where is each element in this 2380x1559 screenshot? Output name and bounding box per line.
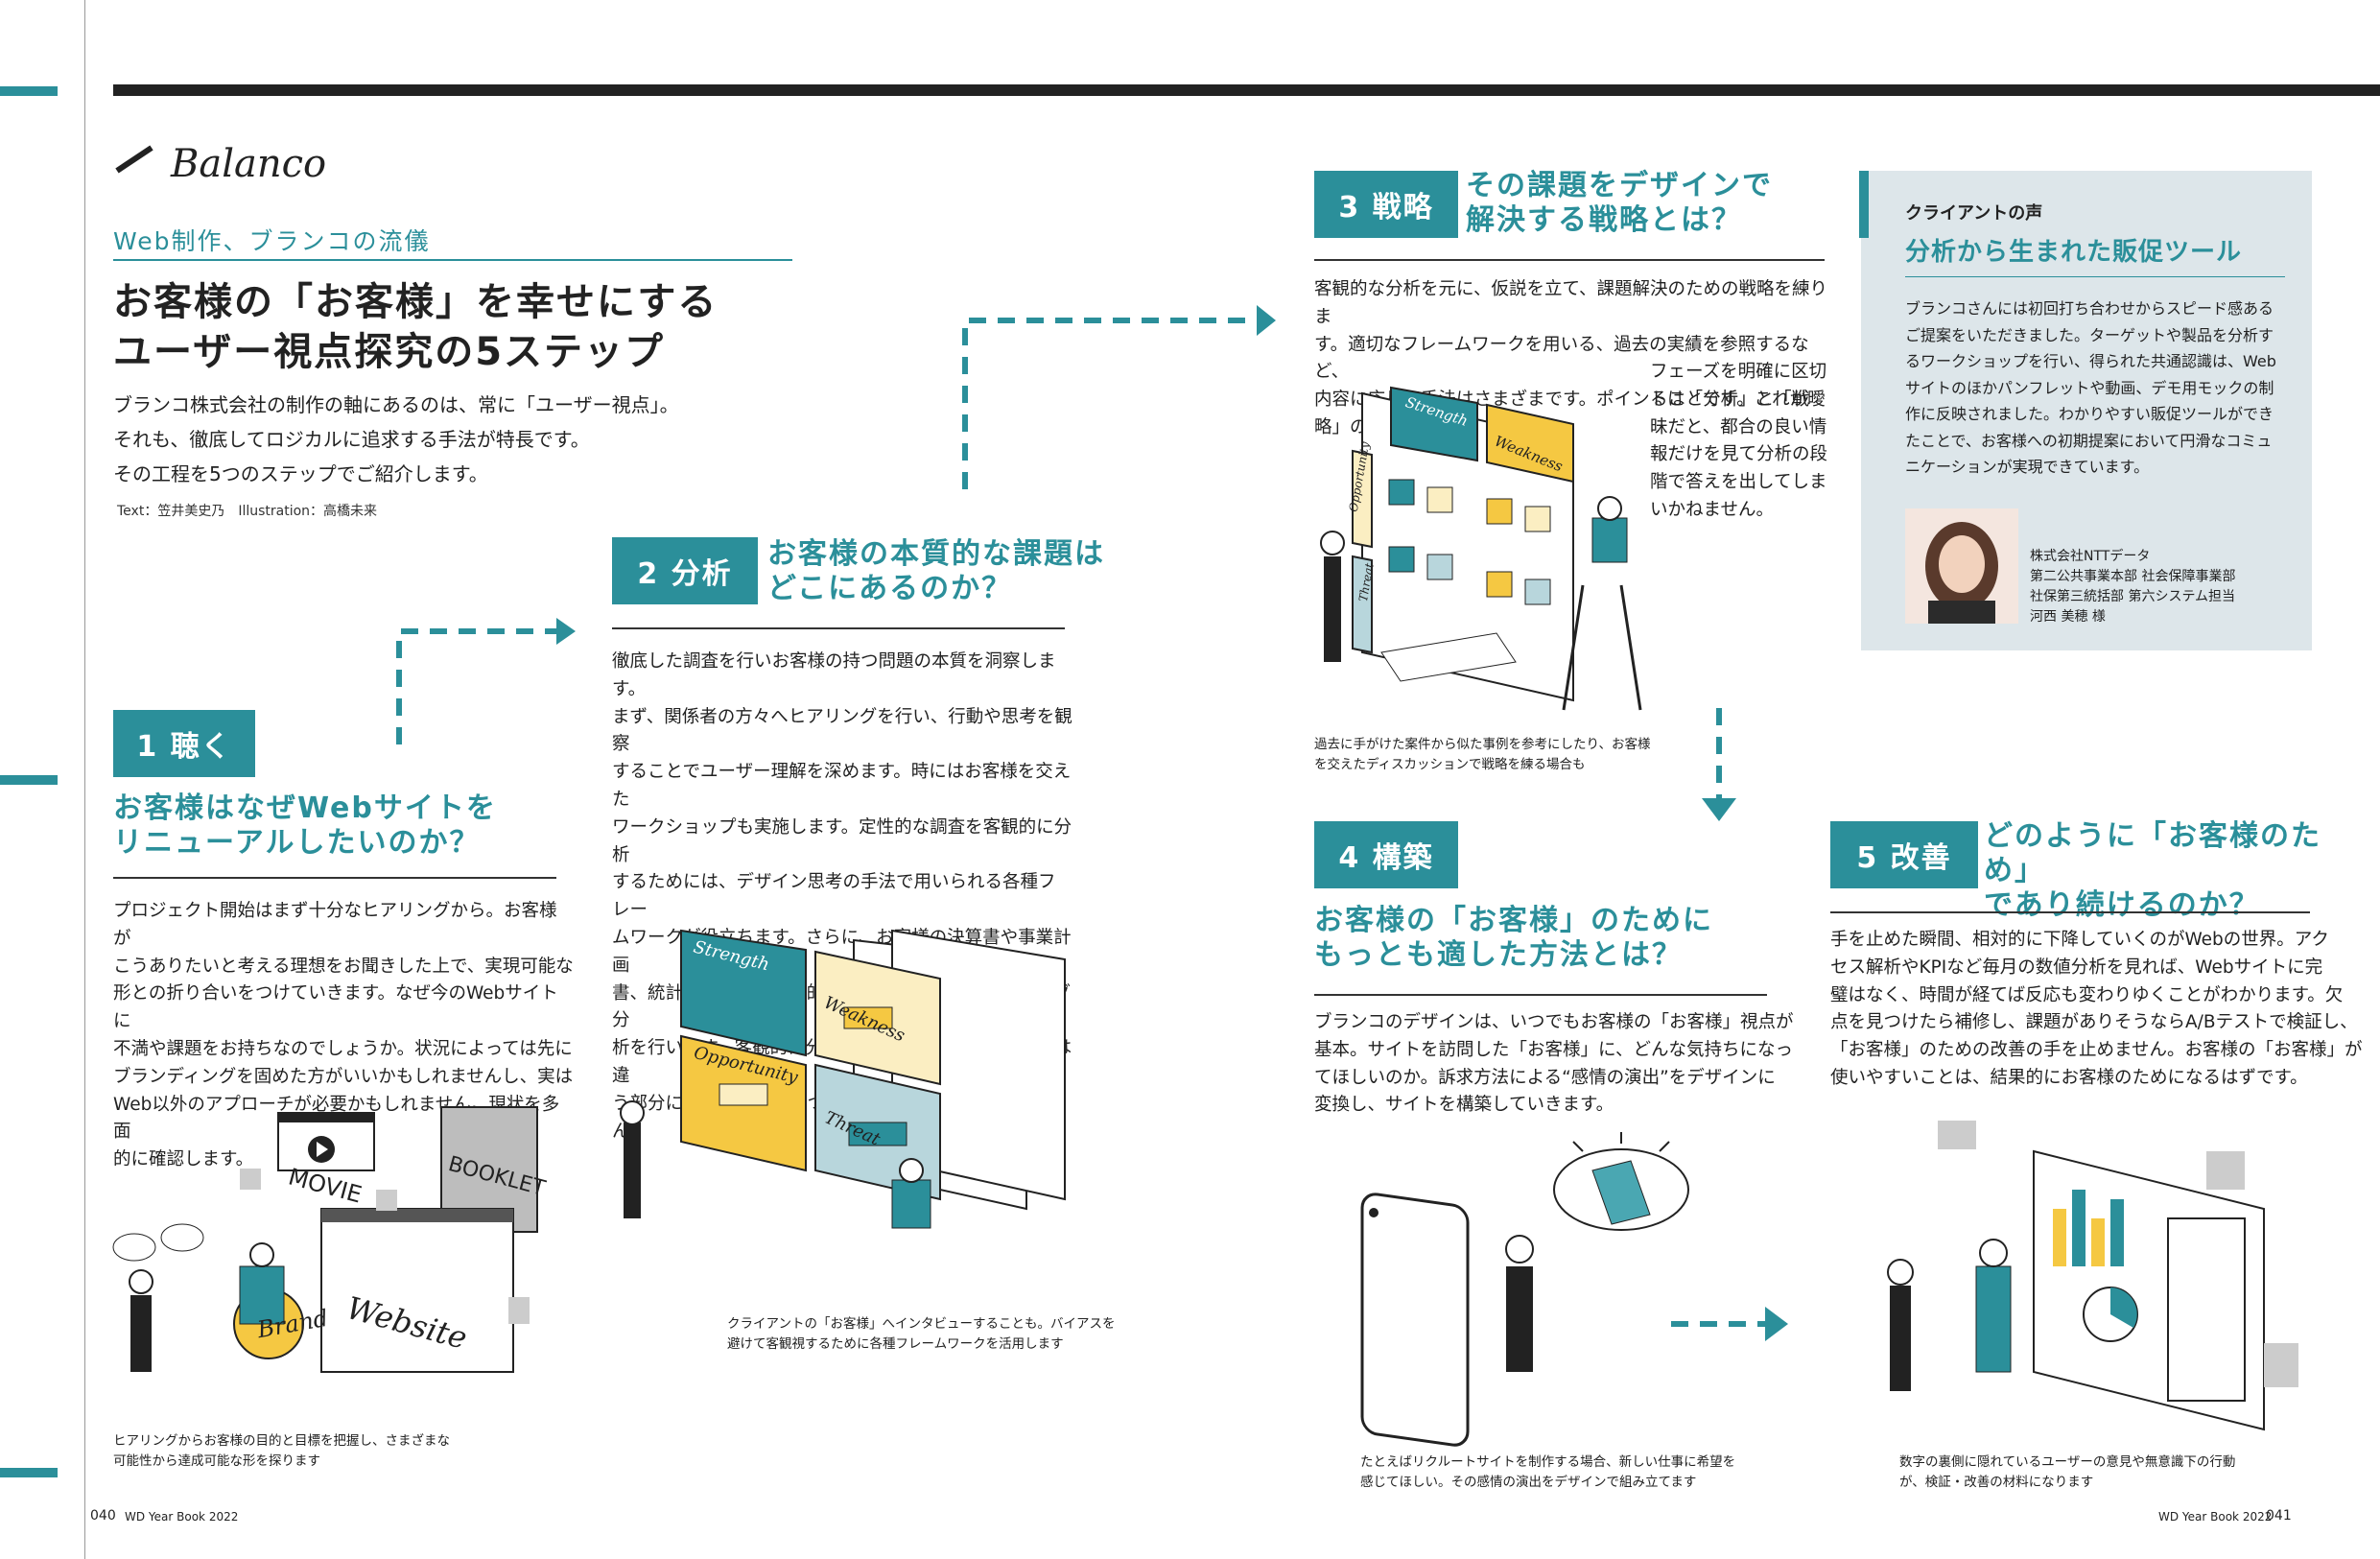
margin-tab-mid <box>0 775 58 785</box>
step1-title: お客様はなぜWebサイトを リニューアルしたいのか？ <box>113 791 497 860</box>
step4-rule <box>1314 994 1767 996</box>
headline-line-1: お客様の「お客様」を幸せにする <box>113 280 719 324</box>
step4-caption: たとえばリクルートサイトを制作する場合、新しい仕事に希望を 感じてほしい。その感… <box>1360 1454 1736 1490</box>
step5-title: どのように「お客様のため」 であり続けるのか？ <box>1984 819 2321 922</box>
step4-illustration <box>1360 1132 1689 1447</box>
arrow-step4-to-step5 <box>1671 1307 1788 1341</box>
step4-title: お客様の「お客様」のために もっとも適した方法とは？ <box>1314 904 1713 972</box>
headline-line-2: ユーザー視点探究の5ステップ <box>113 330 666 374</box>
credit: Text：笠井美史乃 Illustration：高橋未来 <box>117 504 378 519</box>
margin-rule <box>84 0 85 1559</box>
step2-badge: 2 分析 <box>612 537 758 604</box>
step3-rule <box>1314 259 1825 261</box>
step1-rule <box>113 877 556 879</box>
client-voice-rule <box>1905 276 2285 277</box>
footer-right-book: WD Year Book 2022 <box>2158 1510 2273 1524</box>
footer-left-book: WD Year Book 2022 <box>125 1510 239 1524</box>
margin-tab-top <box>0 86 58 96</box>
intro-text: ブランコ株式会社の制作の軸にあるのは、常に「ユーザー視点」。 それも、徹底してロ… <box>113 393 679 485</box>
step3-badge: 3 戦略 <box>1314 171 1458 238</box>
step1-caption: ヒアリングからお客様の目的と目標を把握し、さまざまな 可能性から達成可能な形を探… <box>113 1433 450 1469</box>
kicker: Web制作、ブランコの流儀 <box>113 227 431 255</box>
client-voice-body: ブランコさんには初回打ち合わせからスピード感ある ご提案をいただきました。ターゲ… <box>1905 299 2276 476</box>
step2-rule <box>612 627 1065 629</box>
margin-tab-bottom <box>0 1468 58 1477</box>
client-company: 株式会社NTTデータ 第二公共事業本部 社会保障事業部 社保第三統括部 第六シス… <box>2030 549 2236 625</box>
logo-script: Balanco <box>171 142 327 186</box>
client-voice-title: 分析から生まれた販促ツール <box>1905 238 2243 267</box>
step5-body: 手を止めた瞬間、相対的に下降していくのがWebの世界。アク セス解析やKPIなど… <box>1830 930 2363 1088</box>
client-voice-label: クライアントの声 <box>1905 203 2043 224</box>
step5-caption: 数字の裏側に隠れているユーザーの意見や無意識下の行動 が、検証・改善の材料になり… <box>1899 1454 2236 1490</box>
arrow-step1-to-step2 <box>396 618 576 744</box>
logo: Balanco <box>113 142 327 200</box>
arrow-step2-to-step3 <box>962 305 1276 489</box>
client-voice-accent <box>1859 171 1869 238</box>
step5-rule <box>1830 911 2310 913</box>
step2-title: お客様の本質的な課題は どこにあるのか？ <box>767 537 1105 605</box>
step5-badge: 5 改善 <box>1830 821 1978 888</box>
step1-body: プロジェクト開始はまず十分なヒアリングから。お客様が こうありたいと考える理想を… <box>113 901 574 1170</box>
kicker-rule <box>113 259 792 261</box>
step2-illustration <box>620 929 1066 1229</box>
step2-caption: クライアントの「お客様」へインタビューすることも。バイアスを 避けて客観視するた… <box>727 1316 1116 1352</box>
step1-illustration <box>112 1106 538 1373</box>
step3-illustration <box>1320 386 1642 711</box>
step3-caption: 過去に手がけた案件から似た事例を参考にしたり、お客様 を交えたディスカッションで… <box>1314 737 1651 772</box>
client-avatar <box>1905 508 2018 624</box>
step4-badge: 4 構築 <box>1314 821 1458 888</box>
top-bar <box>113 84 2380 96</box>
logo-slash-icon <box>115 145 153 174</box>
footer-right-page: 041 <box>2266 1508 2292 1524</box>
footer-left-page: 040 <box>90 1508 116 1524</box>
step1-badge: 1 聴く <box>113 710 255 777</box>
step5-illustration <box>1887 1121 2298 1431</box>
step3-title: その課題をデザインで 解決する戦略とは？ <box>1466 169 1773 237</box>
step4-body: ブランコのデザインは、いつでもお客様の「お客様」視点が 基本。サイトを訪問した「… <box>1314 1012 1794 1116</box>
step3-body-narrow: フェーズを明確に区切 ることです。これが曖 昧だと、都合の良い情 報だけを見て分… <box>1650 362 1828 520</box>
arrow-step3-to-step4 <box>1702 708 1736 821</box>
